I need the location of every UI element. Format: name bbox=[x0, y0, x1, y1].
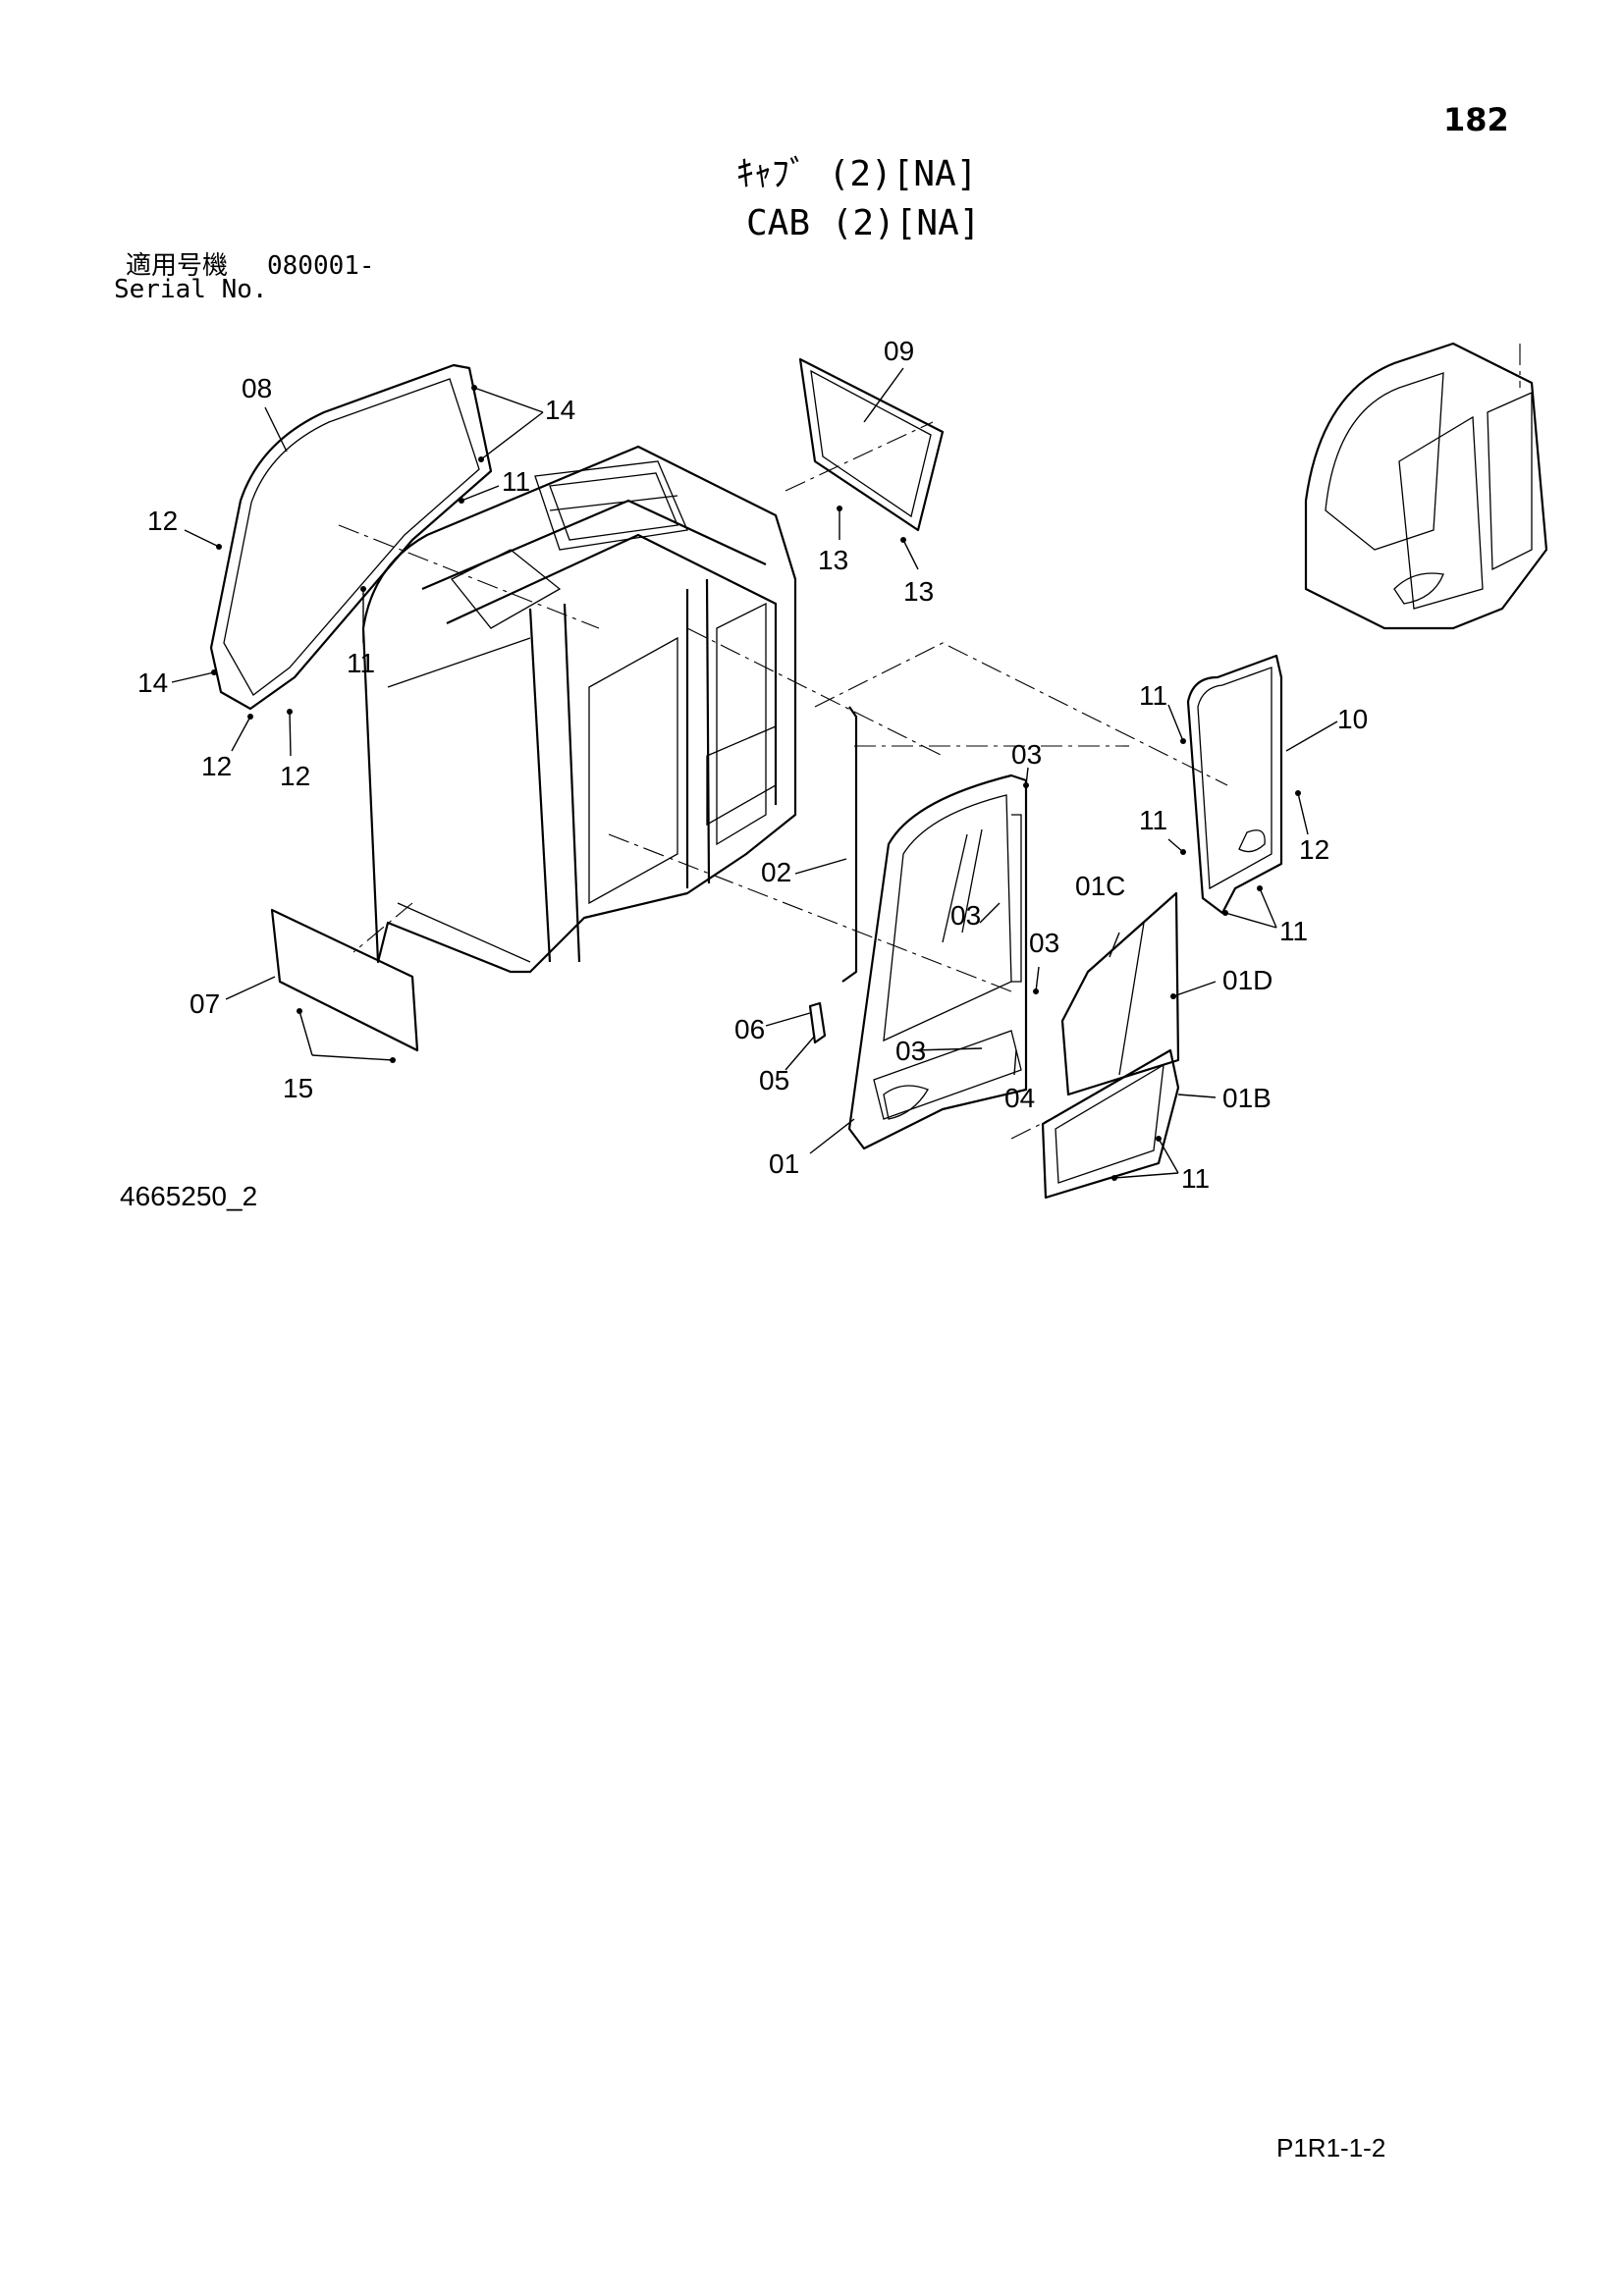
page-title-japanese: ｷｬﾌﾞ (2)[NA] bbox=[736, 154, 978, 194]
page-number: 182 bbox=[1443, 101, 1509, 138]
roof-glass bbox=[798, 357, 945, 532]
callout-label: 08 bbox=[242, 373, 272, 403]
callout-label: 03 bbox=[950, 900, 981, 931]
callout-label: 10 bbox=[1337, 704, 1368, 734]
callout-label: 12 bbox=[201, 751, 232, 781]
callout-label: 06 bbox=[734, 1014, 765, 1044]
callout-label: 03 bbox=[1011, 739, 1042, 770]
callout-label: 14 bbox=[137, 667, 168, 698]
lower-front-panel bbox=[270, 908, 419, 1052]
callout-label: 01 bbox=[769, 1148, 799, 1179]
callout-label: 02 bbox=[761, 857, 791, 887]
callout-label: 05 bbox=[759, 1065, 789, 1095]
callout-label: 11 bbox=[1181, 1163, 1210, 1194]
right-side-glass bbox=[1186, 654, 1283, 915]
cab-door bbox=[847, 774, 1028, 1150]
alignment-lines bbox=[338, 421, 1228, 1140]
callout-label: 11 bbox=[1139, 805, 1167, 835]
callout-label: 11 bbox=[347, 648, 375, 678]
door-latch-bracket bbox=[808, 1001, 827, 1044]
callout-label: 11 bbox=[1279, 916, 1308, 946]
cab-frame bbox=[361, 445, 797, 974]
callout-label: 01C bbox=[1075, 871, 1125, 901]
callout-labels: 08 14 11 12 14 12 12 11 09 13 13 11 10 1… bbox=[137, 336, 1368, 1194]
door-weatherstrip bbox=[841, 706, 858, 983]
serial-number-value: 080001- bbox=[267, 251, 375, 281]
callout-label: 03 bbox=[1029, 928, 1059, 958]
lower-door-glass bbox=[1041, 1048, 1180, 1200]
callout-label: 12 bbox=[280, 761, 310, 791]
callout-label: 03 bbox=[895, 1036, 926, 1066]
drawing-number: 4665250_2 bbox=[120, 1181, 258, 1211]
upper-door-glass bbox=[1060, 891, 1180, 1096]
callout-label: 09 bbox=[884, 336, 914, 366]
callout-label: 11 bbox=[1139, 680, 1167, 711]
callout-label: 04 bbox=[1004, 1083, 1035, 1113]
callout-label: 13 bbox=[818, 545, 848, 575]
leader-lines bbox=[171, 367, 1338, 1179]
callout-label: 01D bbox=[1222, 965, 1272, 995]
reference-cab-thumbnail bbox=[1304, 342, 1548, 630]
callout-label: 01B bbox=[1222, 1083, 1272, 1113]
fastener-dots bbox=[211, 385, 1301, 1181]
callout-label: 07 bbox=[189, 988, 220, 1019]
callout-label: 11 bbox=[502, 466, 530, 497]
page-code: P1R1-1-2 bbox=[1276, 2133, 1386, 2163]
callout-label: 12 bbox=[1299, 834, 1329, 865]
callout-label: 15 bbox=[283, 1073, 313, 1103]
callout-label: 14 bbox=[545, 395, 575, 425]
serial-label-japanese: 適用号機 bbox=[126, 251, 229, 281]
callout-label: 13 bbox=[903, 576, 934, 607]
callout-label: 12 bbox=[147, 506, 178, 536]
page-title-english: CAB (2)[NA] bbox=[746, 203, 981, 243]
serial-label-english: Serial No. bbox=[114, 275, 268, 304]
